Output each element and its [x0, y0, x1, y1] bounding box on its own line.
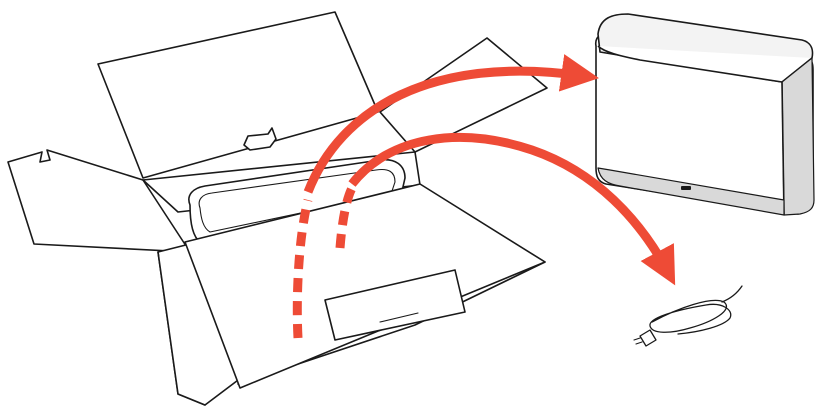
power-plug: [640, 330, 656, 346]
speaker-side-band: [782, 58, 814, 215]
power-cord-coil: [650, 300, 731, 334]
box-back-flap: [98, 12, 378, 178]
power-cord: [634, 286, 742, 346]
power-plug-prongs: [634, 338, 642, 344]
power-cord-lead: [722, 286, 742, 302]
speaker-logo-mark: [681, 186, 691, 190]
speaker: [596, 14, 814, 215]
